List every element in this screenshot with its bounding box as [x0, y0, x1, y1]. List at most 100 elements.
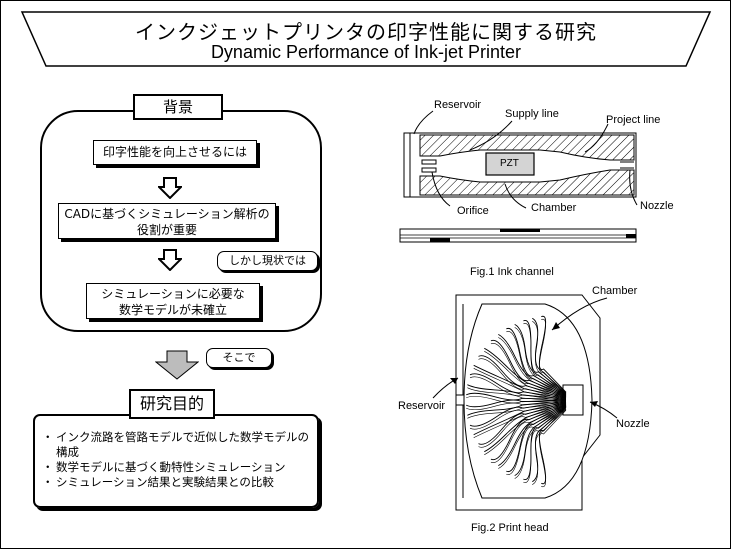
flow-box-model-line1: シミュレーションに必要な: [101, 287, 245, 301]
fig1-leader-nozzle: [629, 169, 638, 206]
fig2-ink-channel: [466, 402, 567, 411]
purpose-item: 数学モデルに基づく動特性シミュレーション: [42, 460, 316, 475]
fig2-ink-channel: [469, 403, 567, 430]
fig2-ink-channel: [514, 405, 567, 477]
fig2-ink-channel: [465, 392, 567, 401]
fig1-leader-supply: [469, 120, 513, 151]
fig2-ink-channel: [498, 406, 567, 469]
fig2-ink-channel: [514, 323, 567, 395]
fig2-ink-channel: [532, 406, 567, 483]
callout-therefore: そこで: [206, 348, 272, 368]
fig1-label-nozzle: Nozzle: [640, 200, 674, 212]
fig2-ink-channel: [478, 405, 567, 448]
fig2-ink-channel: [539, 318, 567, 396]
flow-box-cad-line1: CADに基づくシミュレーション解析の: [64, 207, 270, 221]
fig2-ink-channel: [478, 401, 567, 445]
fig2-label-chamber: Chamber: [592, 285, 638, 297]
fig2-ink-channel: [532, 317, 567, 394]
fig2-ink-channel: [469, 400, 567, 427]
purpose-heading: 研究目的: [129, 389, 215, 419]
fig1-caption: Fig.1 Ink channel: [470, 266, 554, 278]
fig2-ink-channel: [506, 404, 567, 473]
fig2-reservoir-outline: [463, 303, 593, 499]
fig2-ink-channel: [467, 387, 567, 403]
fig2-ink-channel: [490, 403, 567, 461]
fig1-label-orifice: Orifice: [457, 205, 489, 217]
fig2-ink-channel: [467, 384, 567, 400]
fig1-label-pzt: PZT: [500, 158, 519, 169]
down-arrow-icon: [158, 249, 182, 271]
fig2-label-nozzle: Nozzle: [616, 418, 650, 430]
fig1-pzt-element: [485, 152, 535, 176]
fig2-ink-channel: [506, 407, 567, 475]
flow-box-improve-print: 印字性能を向上させるには: [93, 140, 257, 165]
fig2-ink-channel: [484, 347, 567, 397]
big-down-arrow-icon: [155, 350, 199, 380]
fig2-ink-channel: [484, 405, 567, 455]
fig2-ink-channel: [538, 406, 567, 485]
fig2-ink-channel: [467, 400, 567, 416]
fig2-ink-channel: [490, 343, 567, 400]
fig2-ink-channel: [506, 331, 567, 398]
title-banner: インクジェットプリンタの印字性能に関する研究 Dynamic Performan…: [20, 10, 712, 68]
fig2-label-reservoir: Reservoir: [398, 400, 446, 412]
fig1-orifice-slit: [421, 159, 437, 165]
fig2-ink-channel: [478, 355, 567, 398]
fig2-ink-channel: [469, 376, 567, 402]
flow-box-cad-line2: 役割が重要: [136, 223, 197, 237]
fig2-caption: Fig.2 Print head: [471, 522, 549, 534]
fig1-label-chamber: Chamber: [531, 202, 577, 214]
fig1-leader-reservoir: [413, 110, 434, 135]
fig1-label-reservoir: Reservoir: [434, 99, 482, 111]
fig1-leader-chamber: [504, 183, 527, 209]
purpose-item: インク流路を管路モデルで近似した数学モデルの構成: [42, 430, 316, 460]
fig2-ink-channel: [532, 409, 567, 485]
fig2-ink-channel: [532, 321, 567, 397]
title-japanese: インクジェットプリンタの印字性能に関する研究: [135, 20, 597, 44]
title-banner-shape: [20, 11, 712, 67]
fig1-orifice-slit: [421, 167, 437, 173]
fig2-ink-channel: [498, 403, 567, 467]
fig2-ink-channel: [538, 315, 567, 393]
callout-however: しかし現状では: [217, 251, 318, 271]
fig2-ink-channel: [523, 408, 567, 483]
flow-box-cad-simulation: CADに基づくシミュレーション解析の 役割が重要: [58, 203, 276, 239]
fig2-ink-channel: [498, 333, 567, 396]
fig2-reservoir-inlet: [455, 394, 465, 406]
title-english: Dynamic Performance of Ink-jet Printer: [210, 42, 522, 62]
fig2-ink-channel: [506, 327, 567, 395]
fig1-label-supply-line: Supply line: [505, 108, 559, 120]
fig2-ink-channel: [473, 401, 567, 436]
fig2-ink-channel: [484, 402, 567, 453]
fig1-lower-wall: [419, 169, 635, 196]
fig1-plate-nozzle: [626, 234, 636, 238]
fig2-ink-channel: [498, 337, 567, 399]
fig2-ink-channel: [539, 409, 567, 488]
fig2-ink-channel: [473, 368, 567, 401]
fig2-ink-channel: [490, 339, 567, 397]
fig1-upper-wall: [419, 134, 635, 161]
fig2-ink-channel: [478, 358, 567, 401]
fig2-ink-channel: [467, 403, 567, 419]
fig1-leader-orifice: [431, 171, 451, 207]
fig2-ink-channel: [465, 399, 567, 408]
fig2-ink-channels: [465, 315, 567, 488]
fig2-ink-channel: [473, 404, 567, 438]
fig2-ink-channel: [523, 323, 567, 397]
purpose-item: シミュレーション結果と実験結果との比較: [42, 475, 316, 490]
purpose-list: インク流路を管路モデルで近似した数学モデルの構成 数学モデルに基づく動特性シミュ…: [42, 430, 316, 490]
fig2-ink-channel: [473, 364, 567, 399]
fig1-leader-project: [584, 123, 609, 153]
fig2-ink-channel: [469, 373, 567, 399]
fig2-ink-channel: [490, 406, 567, 463]
fig2-ink-channel: [514, 327, 567, 398]
fig1-label-project-line: Project line: [606, 114, 661, 126]
fig1-plate-pzt: [500, 229, 540, 232]
fig2-ink-channel: [484, 351, 567, 400]
background-heading: 背景: [133, 94, 223, 120]
down-arrow-icon: [158, 177, 182, 199]
fig2-ink-channel: [466, 395, 567, 404]
flow-box-model-missing: シミュレーションに必要な 数学モデルが未確立: [86, 283, 260, 319]
